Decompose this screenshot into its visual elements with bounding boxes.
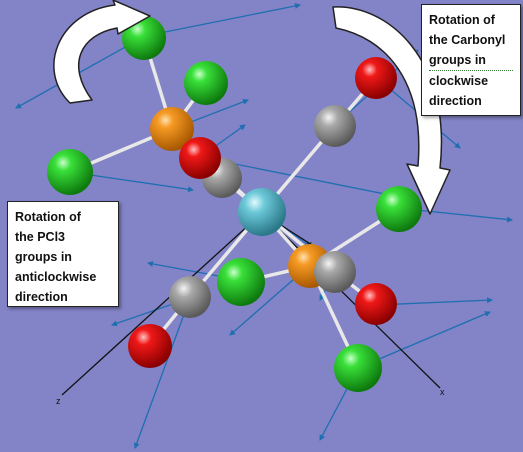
vector-cl1b bbox=[144, 3, 301, 37]
chlorine-atom bbox=[217, 258, 265, 306]
rotation-arrow-clockwise bbox=[332, 6, 451, 215]
annotation-pcl3-rotation: Rotation of the PCl3 groups in anticlock… bbox=[7, 201, 119, 307]
chlorine-atom bbox=[334, 344, 382, 392]
vector-cl1 bbox=[15, 35, 146, 109]
oxygen-atom bbox=[355, 283, 397, 325]
chlorine-atom bbox=[122, 16, 166, 60]
vector-c3b bbox=[133, 297, 191, 449]
carbon-atom bbox=[314, 251, 356, 293]
carbon-atom bbox=[314, 105, 356, 147]
carbon-atom bbox=[169, 276, 211, 318]
atoms bbox=[47, 16, 422, 392]
rotation-arrow-anticlockwise bbox=[53, 0, 151, 104]
annotation-line: anticlockwise bbox=[15, 270, 97, 284]
annotation-line: clockwise bbox=[429, 74, 489, 88]
axis-z-label: z bbox=[56, 396, 61, 406]
chlorine-atom bbox=[47, 149, 93, 195]
oxygen-atom bbox=[355, 57, 397, 99]
annotation-line: Rotation of bbox=[15, 210, 81, 224]
axis-y-label: y bbox=[307, 239, 312, 249]
chlorine-atom bbox=[376, 186, 422, 232]
annotation-carbonyl-rotation: Rotation of the Carbonyl groups in clock… bbox=[421, 4, 521, 116]
oxygen-atom bbox=[128, 324, 172, 368]
annotation-line: Rotation of bbox=[429, 13, 495, 27]
phosphorus-atom bbox=[150, 107, 194, 151]
axis-z-line bbox=[61, 212, 263, 396]
metal-atom bbox=[238, 188, 286, 236]
annotation-line: groups in bbox=[429, 50, 513, 71]
annotation-line: the PCl3 bbox=[15, 230, 66, 244]
oxygen-atom bbox=[179, 137, 221, 179]
annotation-line: groups in bbox=[15, 250, 72, 264]
chlorine-atom bbox=[184, 61, 228, 105]
annotation-line: direction bbox=[15, 290, 68, 304]
axis-x-line bbox=[261, 212, 441, 389]
annotation-line: direction bbox=[429, 94, 482, 108]
axis-x-label: x bbox=[440, 387, 445, 397]
annotation-line: the Carbonyl bbox=[429, 33, 506, 47]
